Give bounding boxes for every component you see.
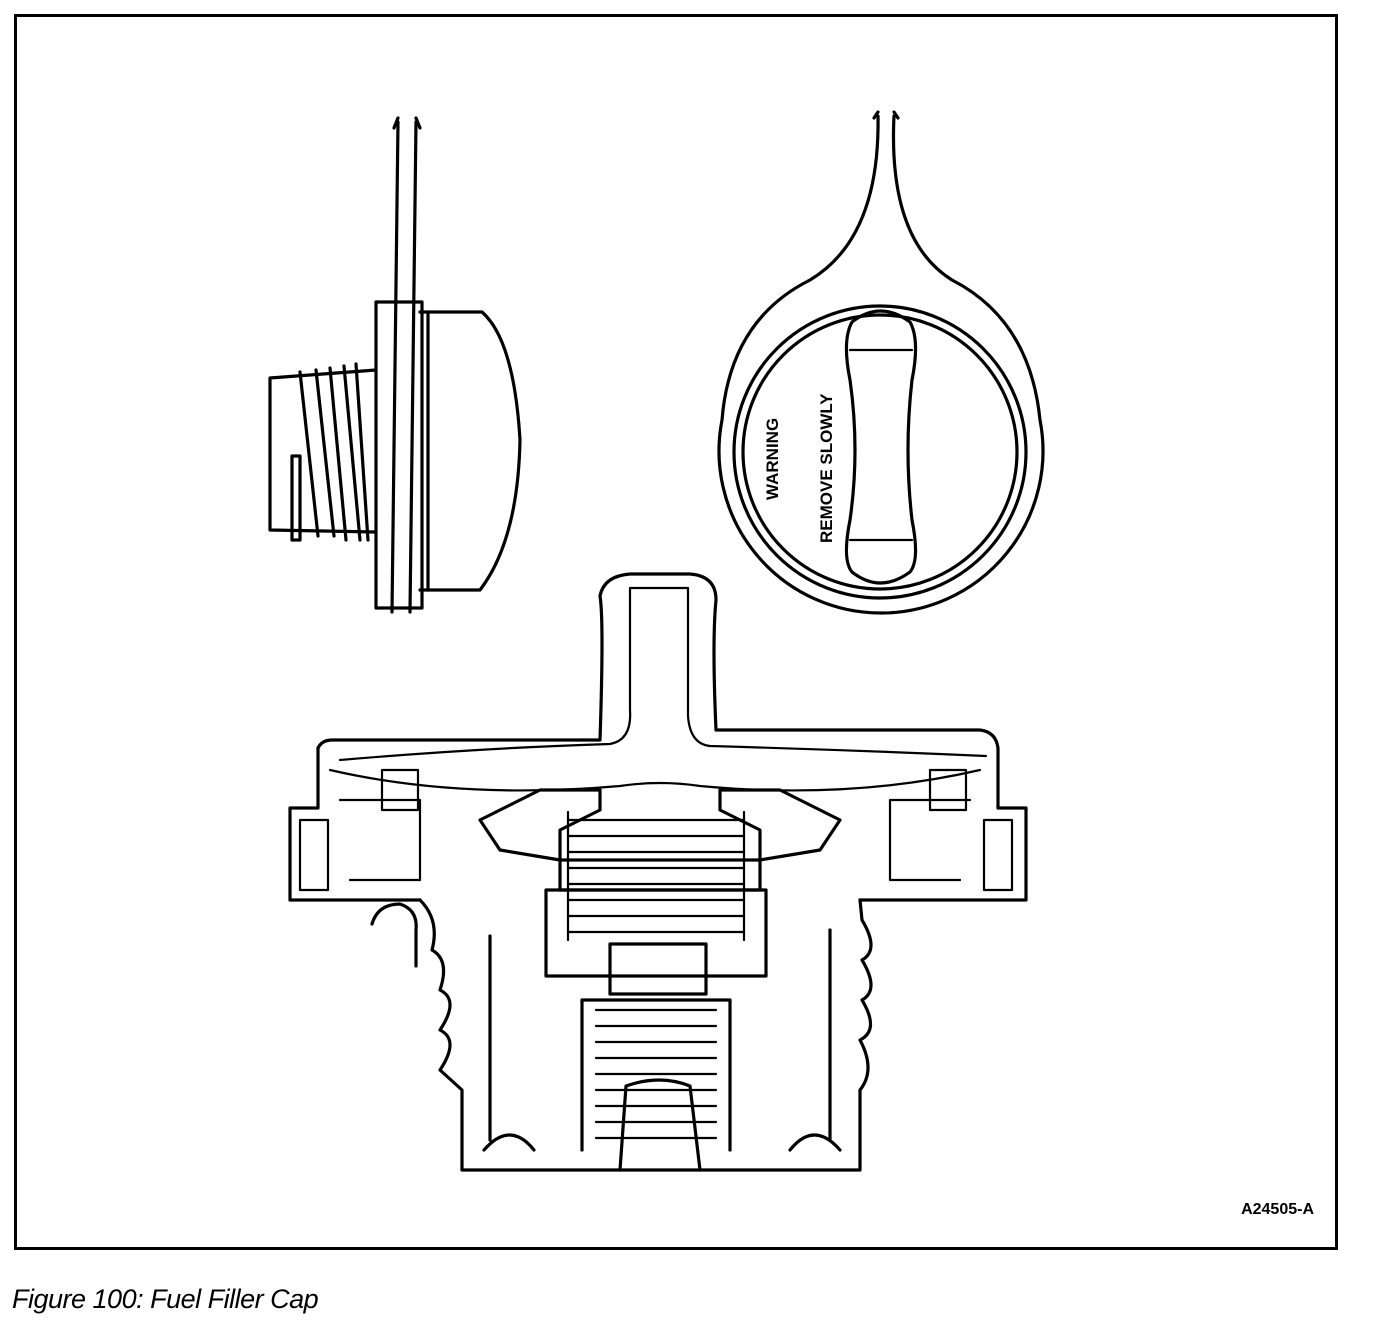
center-post — [618, 1078, 702, 1172]
cap-rim — [732, 304, 1028, 600]
remove-slowly-label: REMOVE SLOWLY — [817, 393, 836, 543]
right-latch — [982, 818, 1014, 892]
thread-1 — [298, 368, 336, 538]
housing-body — [418, 898, 873, 1172]
right-frame — [888, 798, 972, 882]
grip-handle-ridges — [848, 348, 914, 542]
cap-flange — [374, 300, 424, 610]
valve-plunger — [608, 942, 708, 996]
cap-top-view: WARNING REMOVE SLOWLY — [717, 110, 1045, 615]
cap-cross-section — [288, 572, 1028, 1172]
handle-inner-line — [338, 586, 988, 762]
cap-dome — [418, 310, 522, 592]
cap-tab — [290, 454, 302, 542]
figure-caption: Figure 100: Fuel Filler Cap — [12, 1284, 319, 1314]
warning-label: WARNING — [763, 418, 782, 500]
valve-housing — [544, 888, 768, 978]
top-tether-end — [872, 110, 900, 120]
lower-spring — [580, 998, 732, 1152]
shell-lower-line — [328, 768, 982, 792]
figure-frame — [14, 14, 1338, 1250]
housing-inner-walls — [488, 928, 832, 1142]
thread-2 — [328, 364, 362, 542]
upper-valve-body — [478, 788, 842, 892]
tether-end — [392, 116, 422, 130]
thread-3 — [354, 362, 370, 542]
cap-side-view — [268, 116, 522, 614]
cross-section-left-skirt — [288, 746, 422, 902]
cross-section-top-shell — [316, 572, 1028, 902]
side-hook — [370, 902, 418, 968]
upper-spring — [566, 810, 746, 942]
bottom-left-hook — [482, 1133, 536, 1152]
left-block — [380, 768, 420, 812]
cap-outer-ring — [717, 114, 1045, 615]
left-latch — [298, 818, 330, 892]
cap-rim-inner — [741, 313, 1019, 591]
left-frame — [338, 798, 422, 882]
cap-threaded-body — [268, 368, 378, 534]
tether-strap-right — [408, 120, 418, 614]
tether-strap-left — [390, 120, 400, 614]
right-block — [928, 768, 968, 812]
figure-id-label: A24505-A — [1241, 1201, 1314, 1218]
bottom-right-hook — [788, 1133, 842, 1152]
grip-handle — [844, 309, 918, 585]
